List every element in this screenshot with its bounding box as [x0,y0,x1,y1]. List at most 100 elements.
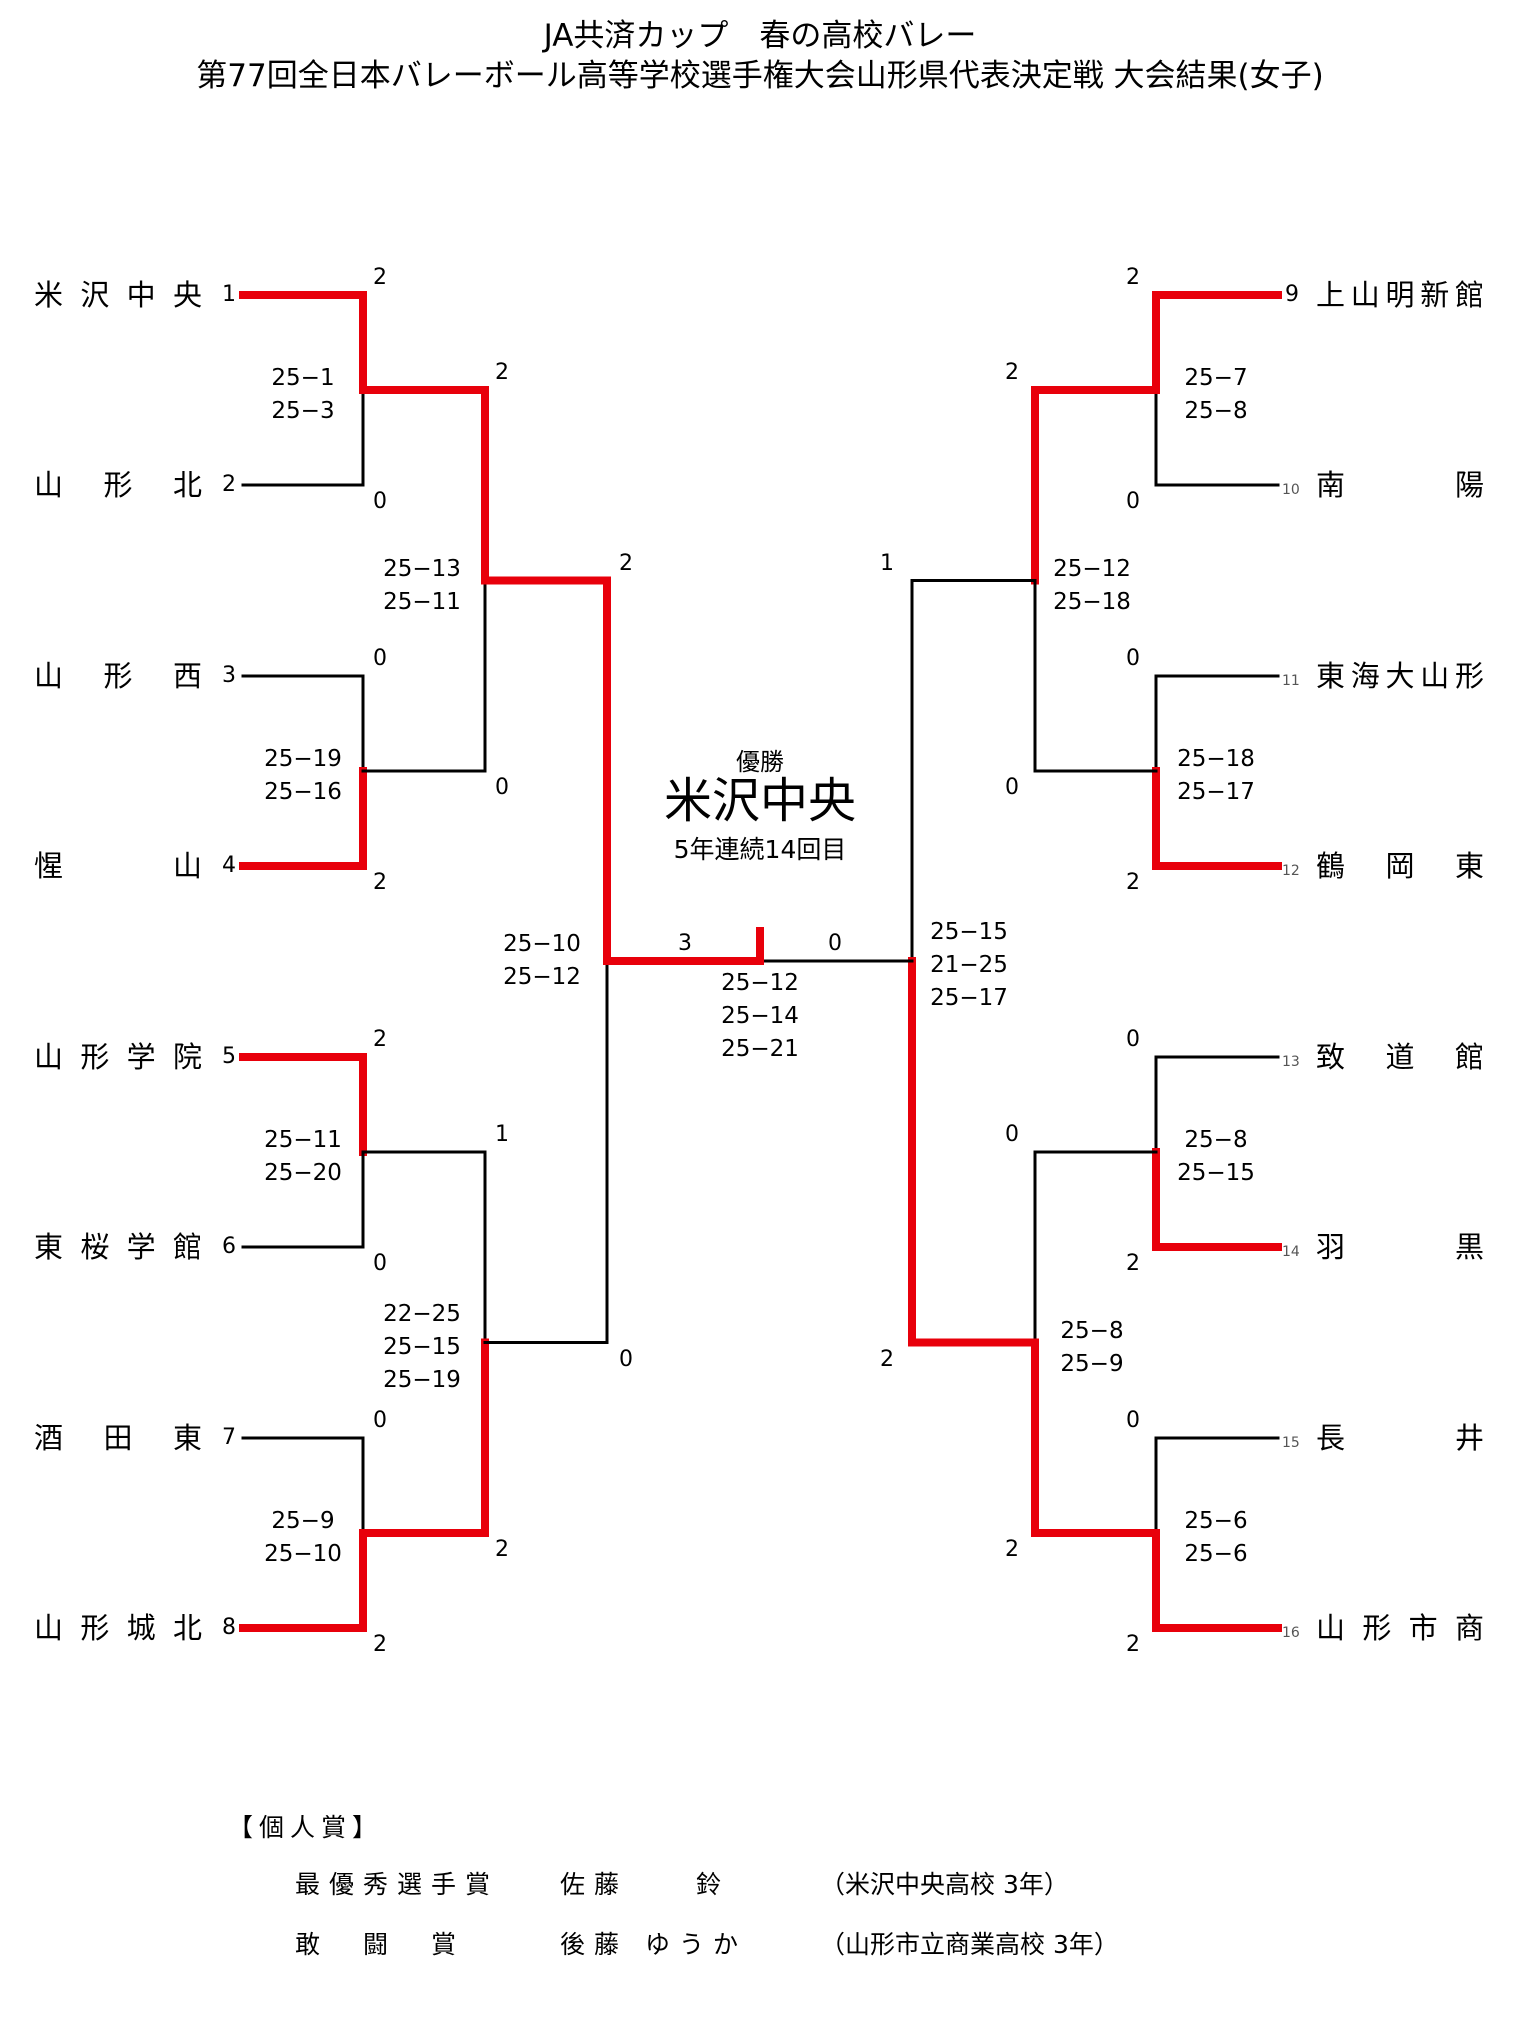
team-name-char: 山 [172,849,202,883]
set-count: 0 [373,489,387,514]
seed-number: 14 [1282,1244,1300,1260]
team-name-char: 市 [1408,1611,1438,1645]
set-count: 0 [1126,1027,1140,1052]
set-count: 0 [373,1408,387,1433]
set-score: 25−18 [1053,588,1131,615]
seed-number: 16 [1282,1625,1300,1641]
team-name-char: 学 [126,1230,156,1264]
team-name-char: 央 [172,278,202,312]
set-score: 25−15 [383,1333,461,1360]
team-name: 山形北 [34,468,202,502]
team-name-char: 山 [1350,278,1380,312]
title-line-2: 第77回全日本バレーボール高等学校選手権大会山形県代表決定戦 大会結果(女子) [196,58,1324,94]
team-name-char: 館 [1454,278,1484,312]
set-score: 25−10 [264,1541,342,1567]
set-count: 0 [619,1346,633,1372]
set-count: 2 [1126,1632,1140,1657]
seed-number: 5 [222,1044,236,1069]
team-name-char: 東 [1316,659,1346,693]
award-school: （山形市立商業高校 3年） [820,1930,1119,1959]
set-score: 25−21 [721,1036,799,1062]
team-name-char: 田 [103,1421,133,1455]
award-school: （米沢中央高校 3年） [820,1870,1069,1899]
set-count: 2 [495,1537,509,1562]
set-score: 25−19 [264,746,342,772]
team-name-char: 海 [1350,659,1380,693]
team-name-char: 南 [1316,468,1346,502]
seed-number: 1 [222,282,236,307]
set-score: 25−12 [721,970,799,996]
team-name-char: 北 [172,468,202,502]
team-name: 惺山 [34,849,202,883]
team-name: 上山明新館 [1316,278,1484,312]
team-name-char: 新 [1420,278,1450,312]
award-player: 後藤 ゆうか [560,1930,747,1959]
set-count: 2 [495,360,509,385]
seed-number: 3 [222,663,236,688]
team-name-char: 酒 [34,1421,64,1455]
team-name: 東桜学館 [34,1230,202,1264]
team-name-char: 東 [172,1421,202,1455]
champion-note: 5年連続14回目 [673,835,847,864]
team-name-char: 米 [34,278,64,312]
seed-number: 2 [222,472,236,497]
set-score: 25−11 [264,1127,342,1153]
team-name-char: 岡 [1385,849,1415,883]
set-score: 25−17 [930,985,1008,1011]
award-row: 敢 闘 賞 後藤 ゆうか （山形市立商業高校 3年） [295,1925,1119,1961]
team-name-char: 山 [1420,659,1450,693]
set-score: 25−3 [271,398,335,424]
set-score: 22−25 [383,1300,461,1327]
seed-number: 9 [1285,282,1299,307]
team-name-char: 惺 [34,849,64,883]
team-name-char: 形 [80,1611,110,1645]
set-score: 25−8 [1184,1127,1248,1153]
team-name-char: 明 [1385,278,1415,312]
set-score: 25−19 [383,1366,461,1393]
team-name-char: 館 [172,1230,202,1264]
set-count: 0 [1126,489,1140,514]
set-count: 1 [495,1122,509,1147]
set-count: 2 [373,1632,387,1657]
awards-heading: 【個人賞】 [228,1813,384,1842]
team-name-char: 山 [34,1040,64,1074]
team-name-char: 黒 [1454,1230,1484,1264]
team-name: 致道館 [1316,1040,1484,1074]
award-player: 佐藤 鈴 [560,1870,731,1899]
set-count: 1 [880,550,894,576]
set-count: 0 [1126,1408,1140,1433]
set-count: 3 [678,931,692,956]
set-score: 25−9 [1060,1350,1124,1377]
set-score: 25−13 [383,555,461,582]
award-title: 敢 闘 賞 [295,1930,466,1959]
title-line-1: JA共済カップ 春の高校バレー [543,18,977,54]
set-count: 0 [1126,646,1140,671]
team-name-char: 井 [1454,1421,1484,1455]
team-name-char: 鶴 [1316,849,1346,883]
set-score: 25−17 [1177,779,1255,805]
seed-number: 4 [222,853,236,878]
set-score: 25−9 [271,1508,335,1534]
seed-number: 7 [222,1425,236,1450]
set-score: 25−12 [503,964,581,990]
set-count: 0 [495,775,509,800]
team-name: 南陽 [1316,468,1484,502]
set-count: 2 [1005,1537,1019,1562]
seed-number: 15 [1282,1435,1300,1451]
set-score: 25−8 [1184,398,1248,424]
team-name-char: 山 [34,468,64,502]
team-name: 鶴岡東 [1316,849,1484,883]
award-title: 最優秀選手賞 [295,1870,500,1899]
set-count: 2 [880,1346,894,1372]
team-name: 米沢中央 [34,278,202,312]
team-name: 山形学院 [34,1040,202,1074]
seed-number: 6 [222,1234,236,1259]
set-count: 2 [373,1027,387,1052]
set-score: 25−15 [930,919,1008,945]
award-row: 最優秀選手賞 佐藤 鈴 （米沢中央高校 3年） [295,1865,1069,1901]
set-count: 2 [373,265,387,290]
champion-label: 優勝 [736,748,784,776]
set-count: 0 [373,646,387,671]
team-name-char: 東 [1454,849,1484,883]
set-score: 25−18 [1177,746,1255,772]
